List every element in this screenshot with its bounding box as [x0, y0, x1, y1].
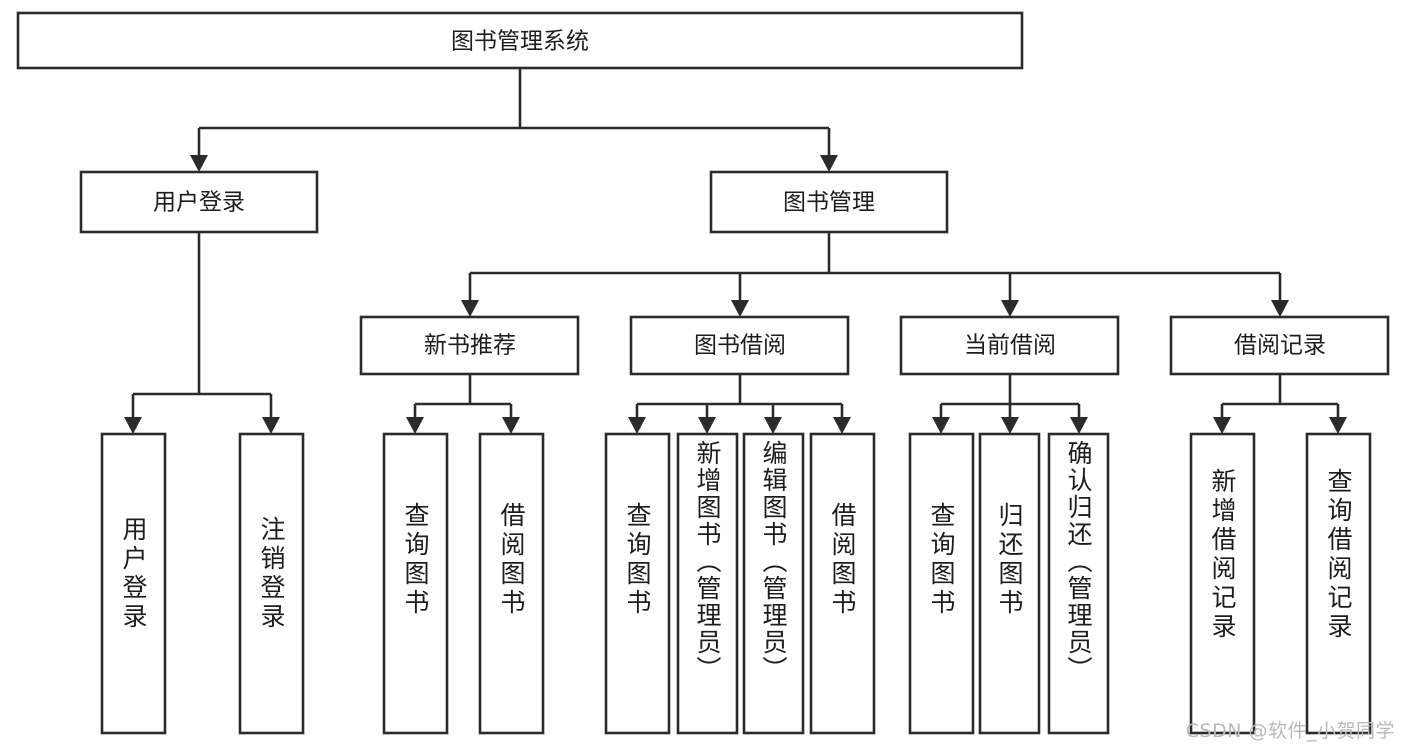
leaf-box-add-book[interactable] [676, 432, 739, 735]
arrowhead-icon [1213, 417, 1231, 434]
node-new-book-recommend[interactable] [359, 315, 580, 376]
arrowhead-icon [1001, 417, 1019, 434]
node-root-label: 图书管理系统 [451, 29, 589, 55]
arrowhead-icon [1271, 300, 1289, 317]
arrowhead-icon [932, 417, 950, 434]
arrowhead-icon [820, 155, 838, 172]
node-current-borrow[interactable] [899, 315, 1120, 376]
arrowhead-icon [461, 300, 479, 317]
leaf-box-add-record[interactable] [1189, 432, 1256, 735]
node-book-borrow-label: 图书借阅 [694, 333, 786, 359]
leaf-box-edit-book[interactable] [742, 432, 805, 735]
leaf-box-user-login[interactable] [100, 432, 167, 735]
leaf-box-query-record[interactable] [1305, 432, 1372, 735]
leaf-box-borrow-book-2[interactable] [809, 432, 876, 735]
arrowhead-icon [262, 417, 280, 434]
node-borrow-record[interactable] [1169, 315, 1390, 376]
arrowhead-icon [1001, 300, 1019, 317]
leaf-box-logout-login[interactable] [238, 432, 305, 735]
leaf-box-query-book-3[interactable] [908, 432, 975, 735]
arrowhead-icon [764, 417, 782, 434]
arrowhead-icon [628, 417, 646, 434]
csdn-watermark: CSDN @软件_小贺同学 [1185, 720, 1395, 742]
arrowhead-icon [698, 417, 716, 434]
node-book-borrow[interactable] [629, 315, 850, 376]
node-new-book-recommend-label: 新书推荐 [424, 333, 516, 359]
node-book-management-label: 图书管理 [783, 190, 875, 216]
arrowhead-icon [731, 300, 749, 317]
arrowhead-icon [833, 417, 851, 434]
node-borrow-record-label: 借阅记录 [1234, 333, 1326, 359]
arrowhead-icon [190, 155, 208, 172]
node-root-book-management-system[interactable] [16, 11, 1024, 70]
arrowhead-layer [124, 155, 1347, 434]
arrowhead-icon [502, 417, 520, 434]
leaf-box-query-book-1[interactable] [382, 432, 449, 735]
node-user-login[interactable] [79, 170, 319, 234]
node-book-management[interactable] [709, 170, 949, 234]
node-layer: 图书管理系统 用户登录 图书管理 新书推荐 图书借阅 当前借阅 借阅记录 [16, 11, 1390, 376]
leaf-box-confirm-return[interactable] [1047, 432, 1110, 735]
arrowhead-icon [124, 417, 142, 434]
node-current-borrow-label: 当前借阅 [964, 333, 1056, 359]
node-user-login-label: 用户登录 [153, 190, 245, 216]
leaf-layer [100, 432, 1372, 735]
arrowhead-icon [1329, 417, 1347, 434]
leaf-box-borrow-book-1[interactable] [478, 432, 545, 735]
leaf-box-return-book[interactable] [978, 432, 1041, 735]
leaf-box-query-book-2[interactable] [604, 432, 671, 735]
arrowhead-icon [1070, 417, 1088, 434]
arrowhead-icon [406, 417, 424, 434]
